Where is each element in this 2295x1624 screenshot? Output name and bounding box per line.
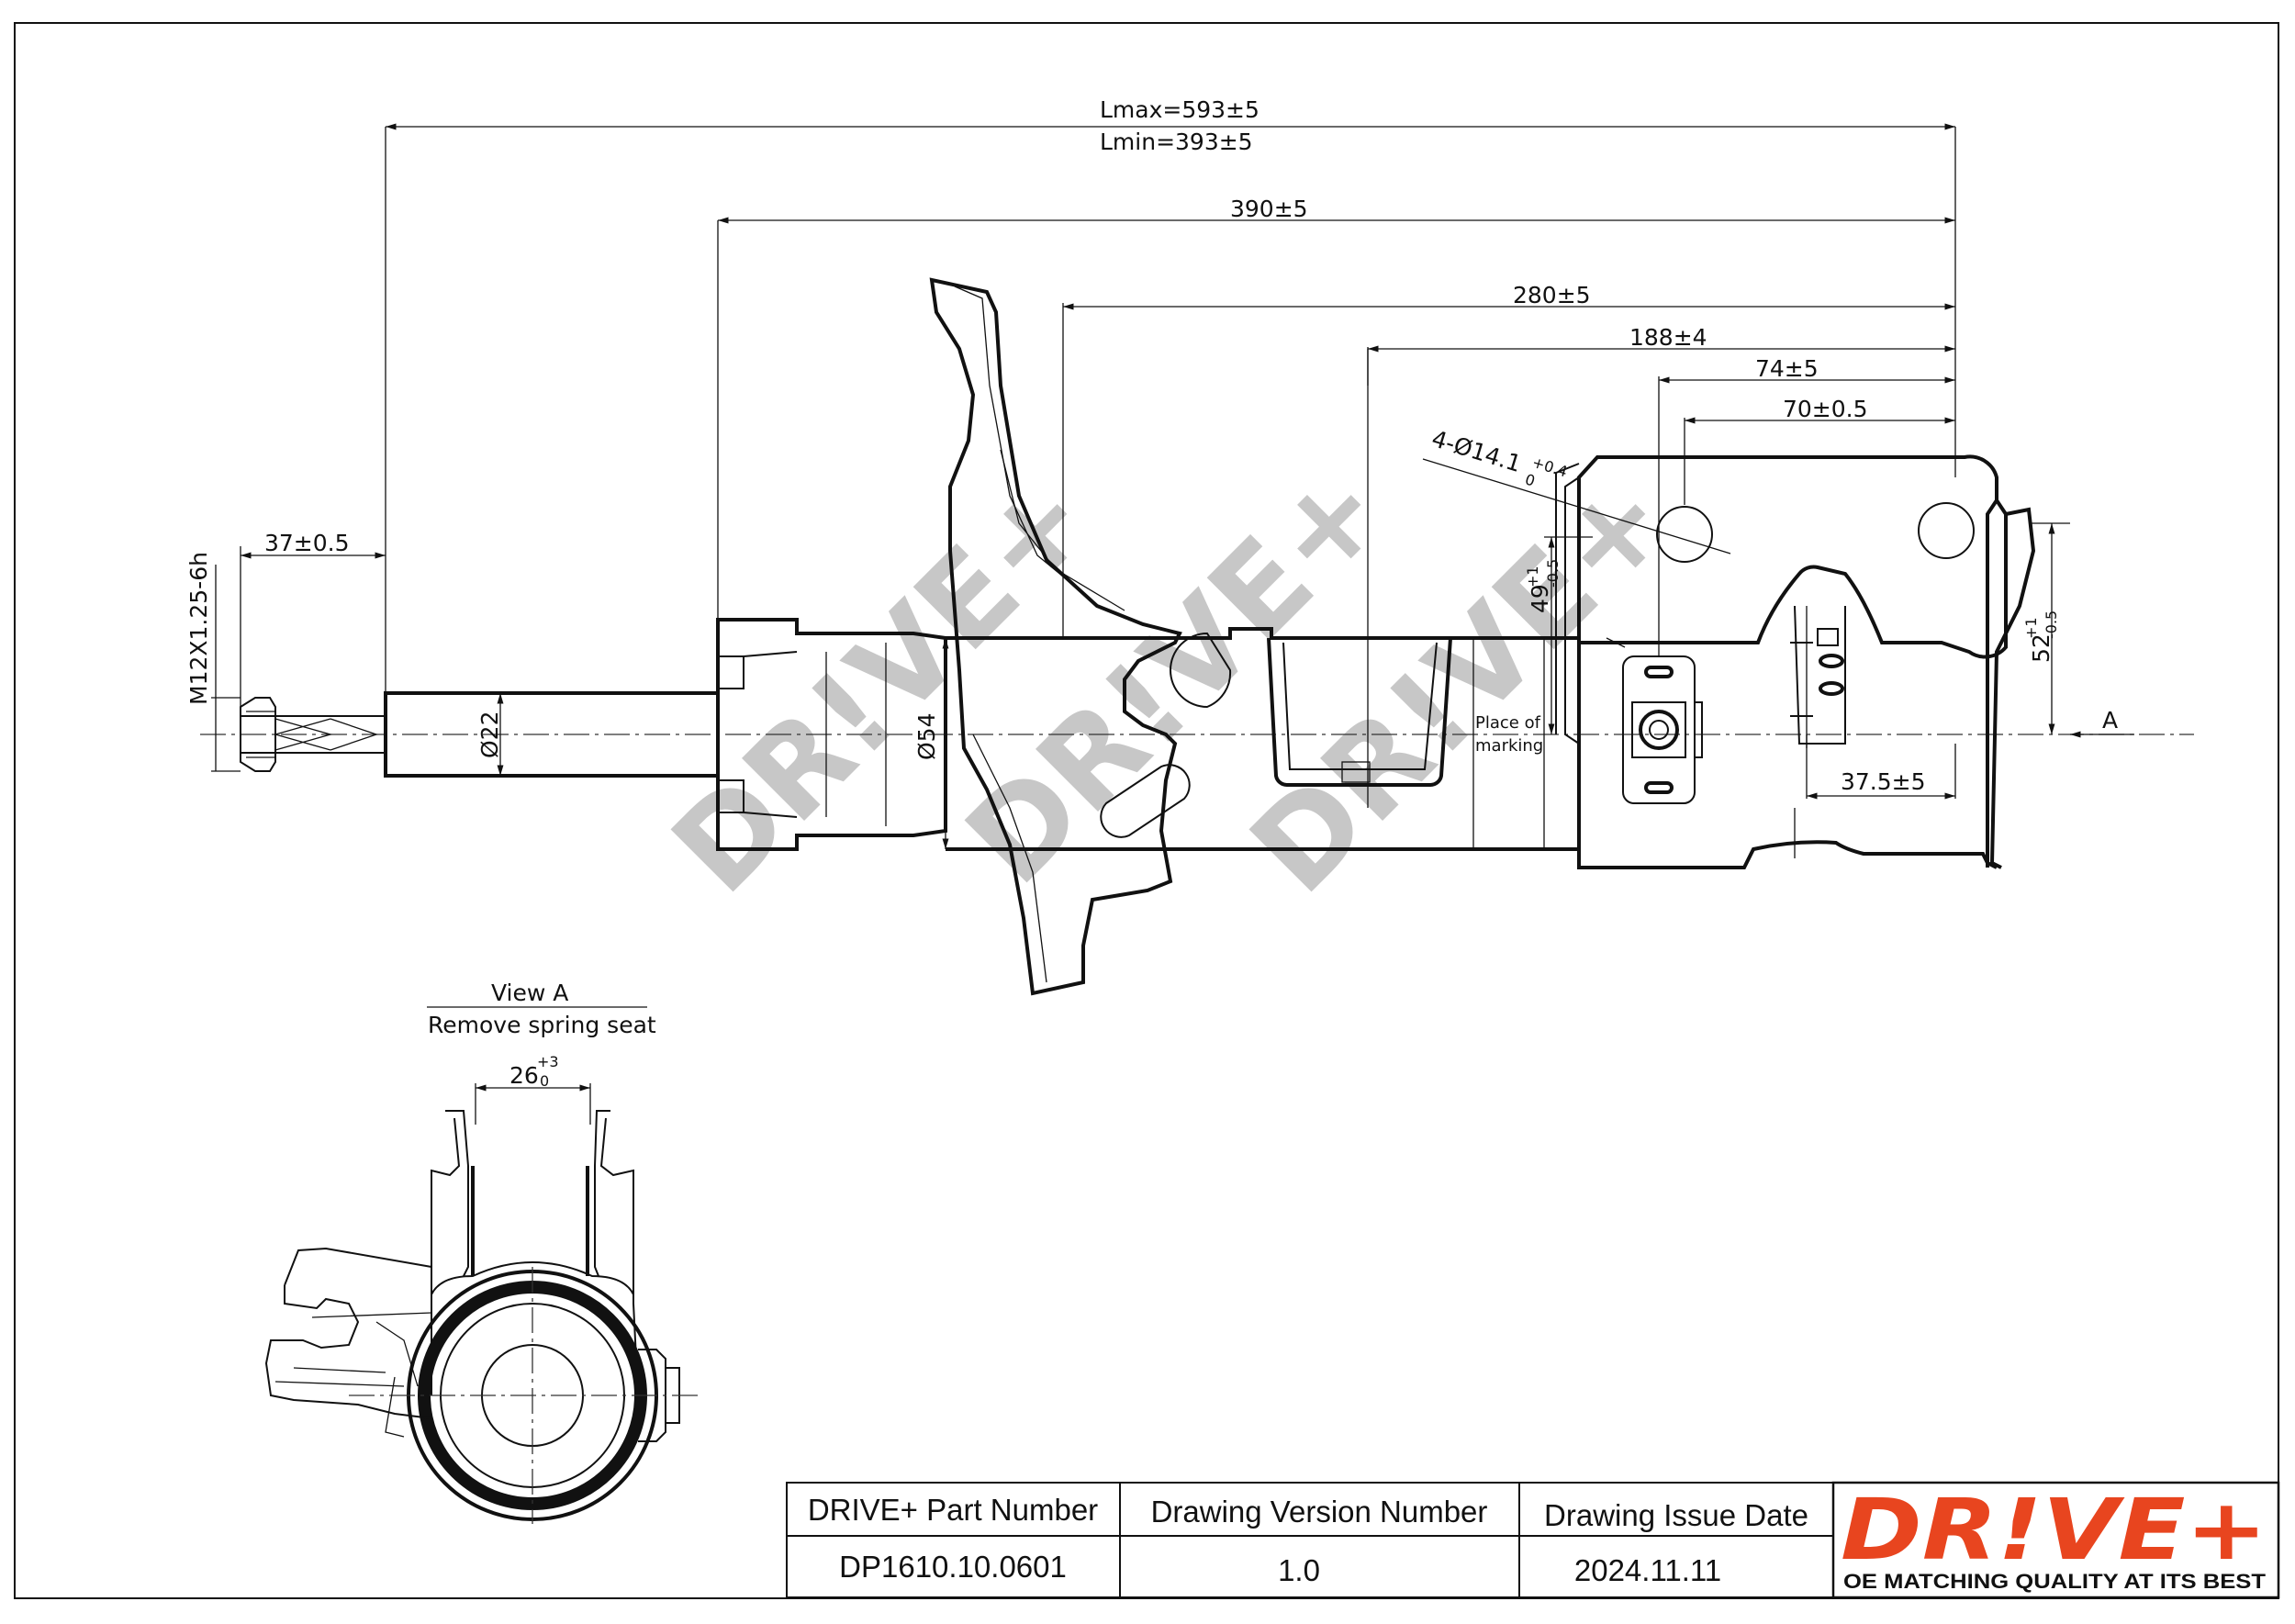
version-header: Drawing Version Number xyxy=(1151,1495,1488,1529)
date-value: 2024.11.11 xyxy=(1574,1553,1721,1587)
version-value: 1.0 xyxy=(1278,1553,1320,1587)
dimension-lines: Lmax=593±5 Lmin=393±5 390±5 280±5 188±4 … xyxy=(185,96,2134,849)
outer-tube xyxy=(946,627,1581,851)
dim-390-label: 390±5 xyxy=(1230,196,1308,222)
svg-text:+3: +3 xyxy=(537,1053,559,1070)
dim-26-label: 26 xyxy=(509,1062,539,1089)
thread-end xyxy=(240,697,276,772)
dim-188-label: 188±4 xyxy=(1629,324,1707,351)
lower-cup xyxy=(1267,637,1452,788)
dim-lmin-label: Lmin=393±5 xyxy=(1100,129,1253,155)
knuckle-bracket xyxy=(1577,454,2008,659)
view-a-marker: A xyxy=(2102,707,2118,734)
svg-text:-0.5: -0.5 xyxy=(1544,559,1562,588)
svg-text:+1: +1 xyxy=(2022,617,2040,639)
part-number-value: DP1610.10.0601 xyxy=(839,1550,1067,1584)
dim-37-label: 37±0.5 xyxy=(264,530,350,556)
dim-52-label: 52 xyxy=(2028,633,2054,663)
dim-dia54-label: Ø54 xyxy=(913,713,940,761)
seat-slot xyxy=(1100,764,1191,838)
svg-text:+1: +1 xyxy=(1524,566,1541,588)
brand-logo-text: DR!VE+ xyxy=(1841,1481,2267,1579)
holes-leader xyxy=(1422,458,1731,554)
title-block: DRIVE+ Part Number Drawing Version Numbe… xyxy=(786,1482,1834,1598)
svg-text:0: 0 xyxy=(540,1072,549,1090)
view-a-body xyxy=(445,1110,610,1277)
svg-text:-0.5: -0.5 xyxy=(2043,610,2060,639)
brand-logo: DR!VE+ OE MATCHING QUALITY AT ITS BEST xyxy=(1831,1481,2280,1599)
view-a-subtitle: Remove spring seat xyxy=(428,1012,656,1038)
dim-280-label: 280±5 xyxy=(1513,282,1591,308)
spring-seat xyxy=(929,277,1182,996)
strut-elevation: Place of marking xyxy=(200,277,2194,996)
svg-text:0: 0 xyxy=(1523,470,1537,489)
dim-lmax-label: Lmax=593±5 xyxy=(1100,96,1259,123)
bracket-hole xyxy=(1918,502,1975,559)
brand-tagline: OE MATCHING QUALITY AT ITS BEST xyxy=(1843,1570,2267,1593)
view-a: View A Remove spring seat 26 +3 0 xyxy=(264,980,698,1524)
drawing-frame xyxy=(14,22,2279,1599)
dim-thread-label: M12X1.25-6h xyxy=(185,552,212,705)
part-number-header: DRIVE+ Part Number xyxy=(808,1493,1098,1527)
dim-holes-label: 4-Ø14.1 xyxy=(1428,425,1524,477)
dim-70-label: 70±0.5 xyxy=(1783,396,1868,422)
dim-37-5-label: 37.5±5 xyxy=(1841,768,1926,795)
place-of-marking-label: Place of xyxy=(1475,713,1541,733)
view-a-title: View A xyxy=(491,980,568,1006)
place-of-marking-label: marking xyxy=(1475,736,1543,756)
dim-dia22-label: Ø22 xyxy=(476,711,503,759)
date-header: Drawing Issue Date xyxy=(1544,1498,1808,1532)
dim-74-label: 74±5 xyxy=(1755,355,1819,382)
dim-49-label: 49 xyxy=(1527,584,1553,613)
bracket-hole xyxy=(1656,506,1713,563)
